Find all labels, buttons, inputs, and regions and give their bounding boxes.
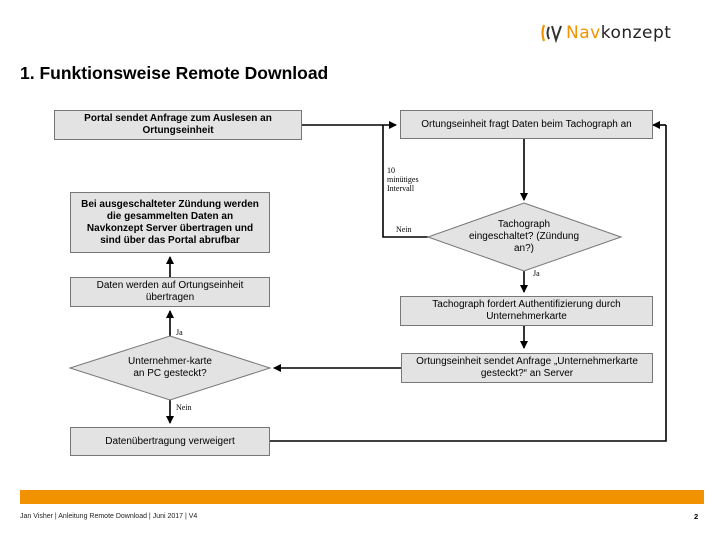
tacho-decision-text: Tachograph eingeschaltet? (Zündung an?)	[468, 219, 580, 254]
nein-label-right: Nein	[396, 225, 412, 234]
logo-text-konzept: konzept	[600, 23, 672, 43]
box-tacho-auth: Tachograph fordert Authentifizierung dur…	[400, 296, 653, 326]
tacho-decision-diamond	[426, 202, 623, 272]
navkonzept-logo: Navkonzept	[540, 22, 671, 44]
karte-decision-diamond	[68, 335, 272, 401]
box-daten-gesammelt: Bei ausgeschalteter Zündung werden die g…	[70, 192, 270, 253]
page-title: 1. Funktionsweise Remote Download	[20, 63, 329, 83]
ja-label-right: Ja	[533, 269, 540, 278]
footer-accent-bar	[20, 490, 704, 504]
box-verweigert: Datenübertragung verweigert	[70, 427, 270, 456]
logo-mark-icon	[541, 24, 562, 43]
nein-label-left: Nein	[176, 403, 192, 412]
logo-text-nav: Nav	[566, 23, 601, 43]
interval-label: 10 minütiges Intervall	[387, 166, 419, 193]
karte-decision-text: Unternehmer-karte an PC gesteckt?	[128, 356, 212, 379]
footer-text: Jan Visher | Anleitung Remote Download |…	[20, 513, 198, 520]
box-daten-ortung: Daten werden auf Ortungseinheit übertrag…	[70, 277, 270, 307]
ja-label-left: Ja	[176, 328, 183, 337]
box-portal-anfrage: Portal sendet Anfrage zum Auslesen an Or…	[54, 110, 302, 140]
box-ortung-sendet: Ortungseinheit sendet Anfrage „Unternehm…	[401, 353, 653, 383]
box-ortung-fragt: Ortungseinheit fragt Daten beim Tachogra…	[400, 110, 653, 139]
page-number: 2	[694, 512, 699, 521]
